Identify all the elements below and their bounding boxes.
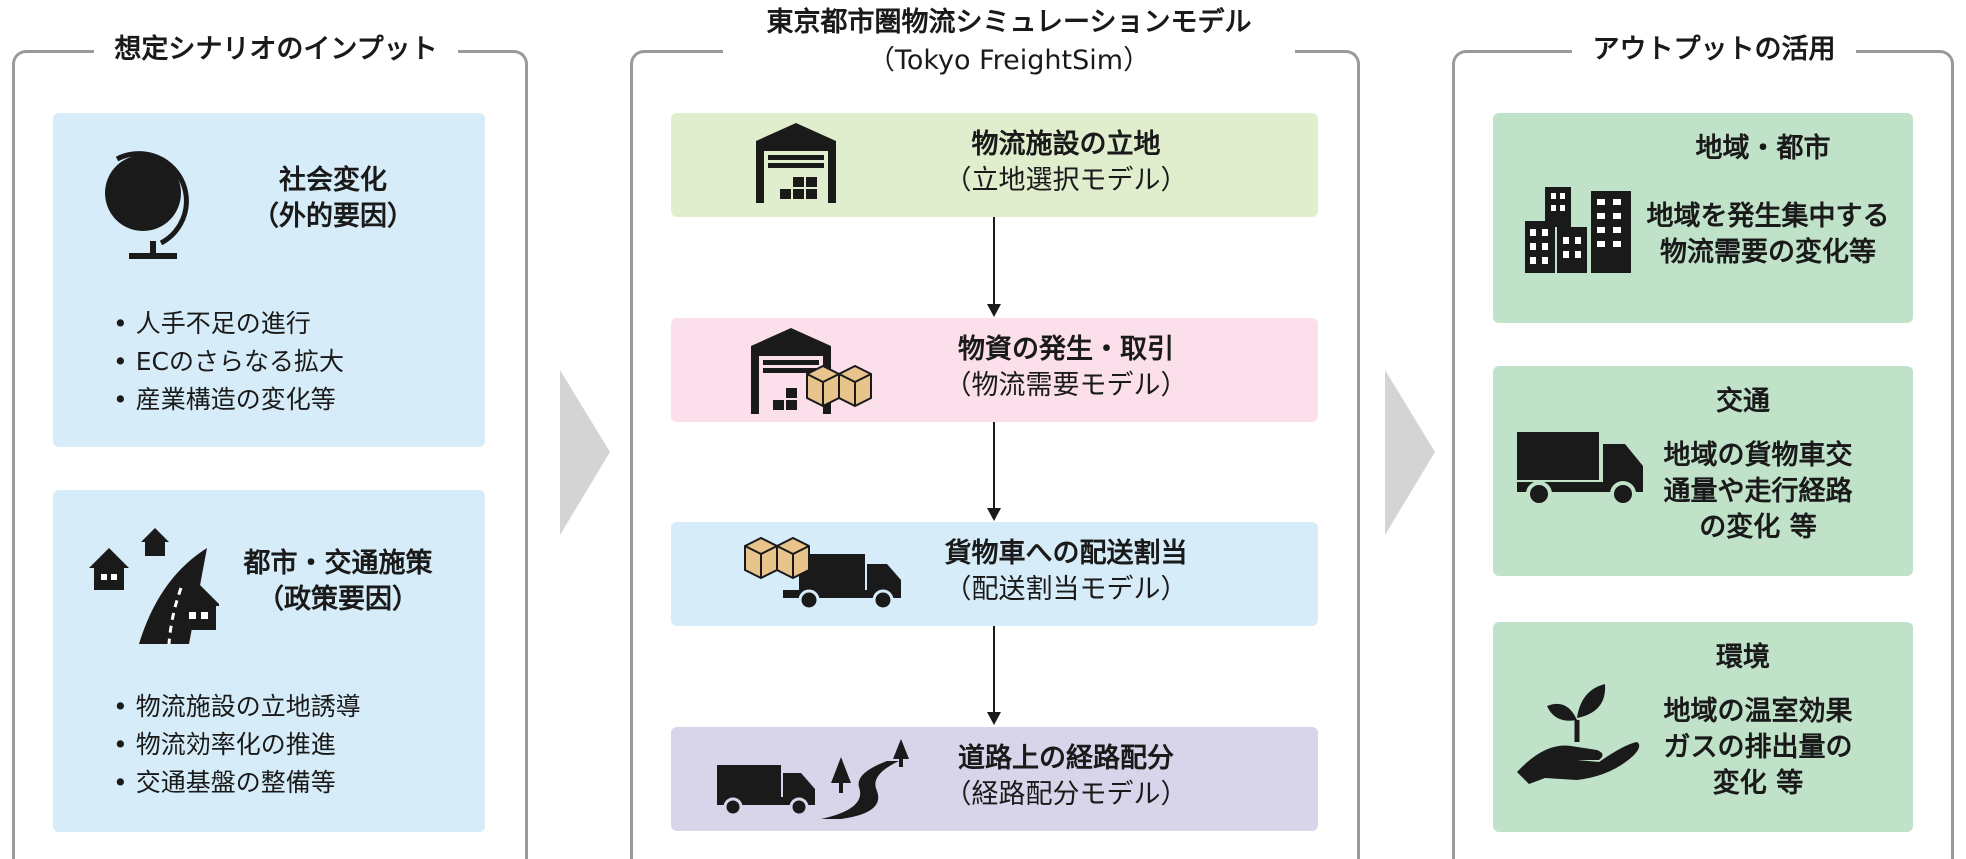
list-item: 交通基盤の整備等 [113,764,361,802]
buildings-icon [1525,187,1631,273]
output-panel-title: アウトプットの活用 [1572,30,1856,70]
step-route-assignment: 道路上の経路配分 （経路配分モデル） [671,727,1318,831]
step-delivery-assignment-title: 貨物車への配送割当 [944,538,1188,569]
social-change-card: 社会変化 （外的要因） 人手不足の進行 ECのさらなる拡大 産業構造の変化等 [53,113,485,447]
flow-chevron-icon [560,370,610,535]
houses-road-icon [89,528,219,645]
boxes-truck-icon [744,536,901,611]
social-change-list: 人手不足の進行 ECのさらなる拡大 産業構造の変化等 [113,305,344,419]
input-panel-title: 想定シナリオのインプット [94,30,458,70]
flow-arrow-head [987,508,1001,521]
flow-arrow [993,217,995,304]
step-facility-location-subtitle: （立地選択モデル） [944,165,1188,196]
policy-list: 物流施設の立地誘導 物流効率化の推進 交通基盤の整備等 [113,688,361,802]
warehouse-icon [756,123,836,203]
flow-arrow [993,626,995,712]
globe-icon [105,151,189,259]
output-traffic-title: 交通 [1716,386,1770,417]
flow-arrow-head [987,304,1001,317]
list-item: 物流効率化の推進 [113,726,361,764]
model-panel-title-line2: （Tokyo FreightSim） [867,45,1151,76]
truck-road-icon [717,739,909,819]
output-region-title: 地域・都市 [1695,133,1831,164]
output-environment-title: 環境 [1716,642,1770,673]
step-route-assignment-title: 道路上の経路配分 [958,743,1174,774]
step-facility-location-title: 物流施設の立地 [971,129,1161,160]
step-facility-location: 物流施設の立地 （立地選択モデル） [671,113,1318,217]
step-delivery-assignment-subtitle: （配送割当モデル） [944,574,1188,605]
output-region-card: 地域・都市 地域を発生集中する 物流需要の変化等 [1493,113,1913,323]
output-traffic-desc: 地域の貨物車交 通量や走行経路 の変化 等 [1663,440,1853,543]
flow-arrow-head [987,712,1001,725]
step-delivery-assignment: 貨物車への配送割当 （配送割当モデル） [671,522,1318,626]
list-item: ECのさらなる拡大 [113,343,344,381]
warehouse-boxes-icon [751,328,872,414]
output-traffic-card: 交通 地域の貨物車交 通量や走行経路 の変化 等 [1493,366,1913,576]
social-change-title: 社会変化 [279,165,387,196]
output-region-desc: 地域を発生集中する 物流需要の変化等 [1646,201,1890,268]
list-item: 産業構造の変化等 [113,381,344,419]
step-demand-generation-subtitle: （物流需要モデル） [944,370,1188,401]
policy-subtitle: （政策要因） [257,584,419,615]
step-route-assignment-subtitle: （経路配分モデル） [944,779,1188,810]
list-item: 人手不足の進行 [113,305,344,343]
list-item: 物流施設の立地誘導 [113,688,361,726]
output-environment-desc: 地域の温室効果 ガスの排出量の 変化 等 [1663,696,1853,799]
flow-chevron-icon [1385,370,1435,535]
step-demand-generation-title: 物資の発生・取引 [958,334,1174,365]
policy-title: 都市・交通施策 [243,548,433,579]
model-panel-title: 東京都市圏物流シミュレーションモデル （Tokyo FreightSim） [723,4,1295,80]
social-change-subtitle: （外的要因） [252,201,414,232]
output-environment-card: 環境 地域の温室効果 ガスの排出量の 変化 等 [1493,622,1913,832]
policy-card: 都市・交通施策 （政策要因） 物流施設の立地誘導 物流効率化の推進 交通基盤の整… [53,490,485,832]
plant-hand-icon [1517,684,1640,784]
step-demand-generation: 物資の発生・取引 （物流需要モデル） [671,318,1318,422]
truck-icon [1517,432,1643,507]
model-panel-title-line1: 東京都市圏物流シミュレーションモデル [766,7,1252,38]
flow-arrow [993,422,995,508]
